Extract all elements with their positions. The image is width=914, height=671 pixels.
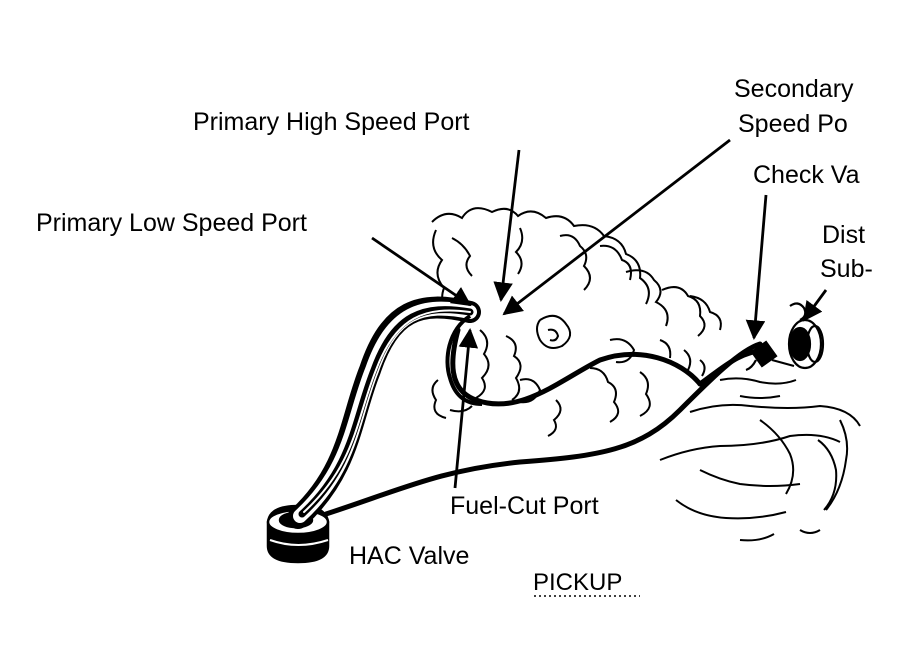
label-secondary-line1: Secondary — [734, 75, 854, 103]
arrow-primary-low — [371, 236, 472, 307]
label-primary-high-speed-port: Primary High Speed Port — [193, 108, 470, 136]
label-check-valve: Check Va — [753, 161, 860, 189]
label-dist-line2: Sub- — [820, 255, 873, 283]
label-fuel-cut-port: Fuel-Cut Port — [450, 492, 599, 520]
label-dist-line1: Dist — [822, 221, 866, 249]
label-hac-valve: HAC Valve — [349, 542, 470, 570]
arrow-primary-high — [493, 149, 521, 302]
hose-bundle — [287, 296, 481, 529]
distributor-sub-diaphragm — [771, 302, 825, 370]
arrow-secondary — [502, 138, 731, 316]
engine-outline — [431, 207, 861, 542]
arrow-check-valve — [745, 194, 768, 340]
label-secondary-line2: Speed Po — [738, 110, 848, 138]
leader-lines — [371, 138, 828, 489]
label-pickup: PICKUP — [533, 569, 623, 596]
arrow-fuel-cut — [453, 328, 479, 489]
label-primary-low-speed-port: Primary Low Speed Port — [36, 209, 307, 237]
arrow-dist — [802, 289, 828, 322]
fuel-cut-hose — [445, 314, 483, 406]
hose-lower — [323, 327, 771, 517]
